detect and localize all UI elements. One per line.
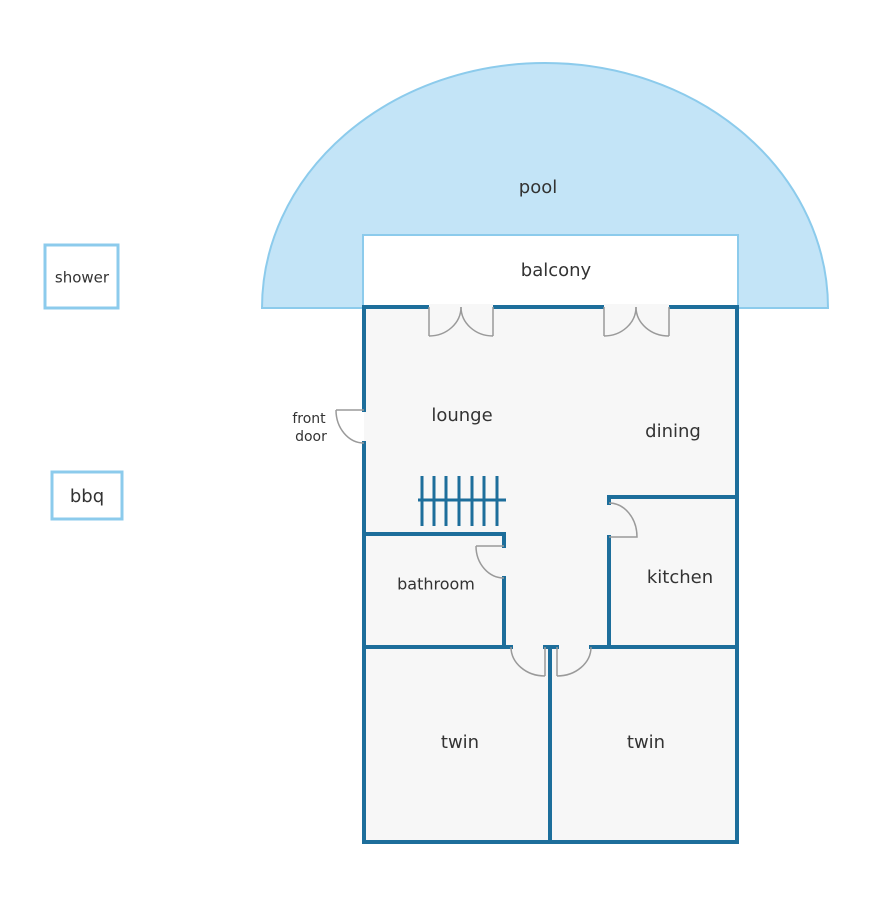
- bedroom-left-door-swing: [510, 646, 546, 677]
- shower-box: [43, 243, 120, 310]
- walls: [362, 305, 739, 844]
- balcony-door-left: [428, 304, 494, 337]
- balcony-area: [362, 234, 739, 308]
- kitchen-door-swing: [608, 502, 638, 538]
- twin-right-label: twin: [627, 732, 665, 753]
- stairs-icon: [418, 476, 506, 526]
- bathroom-label: bathroom: [397, 575, 475, 594]
- lounge-label: lounge: [431, 405, 492, 426]
- balcony-label: balcony: [521, 260, 592, 281]
- dining-label: dining: [645, 421, 701, 442]
- front-door-label-line1: front: [292, 411, 326, 427]
- bedroom-right-door-swing: [556, 646, 592, 677]
- front-door-swing: [335, 409, 365, 444]
- bbq-label: bbq: [70, 486, 104, 507]
- bathroom-door-swing: [475, 545, 505, 579]
- bbq-box: [50, 470, 124, 521]
- twin-left-label: twin: [441, 732, 479, 753]
- kitchen-label: kitchen: [647, 567, 713, 588]
- front-door-label-line2: door: [295, 429, 327, 445]
- balcony-door-right: [603, 304, 670, 337]
- pool-label: pool: [519, 177, 557, 198]
- shower-label: shower: [55, 269, 110, 287]
